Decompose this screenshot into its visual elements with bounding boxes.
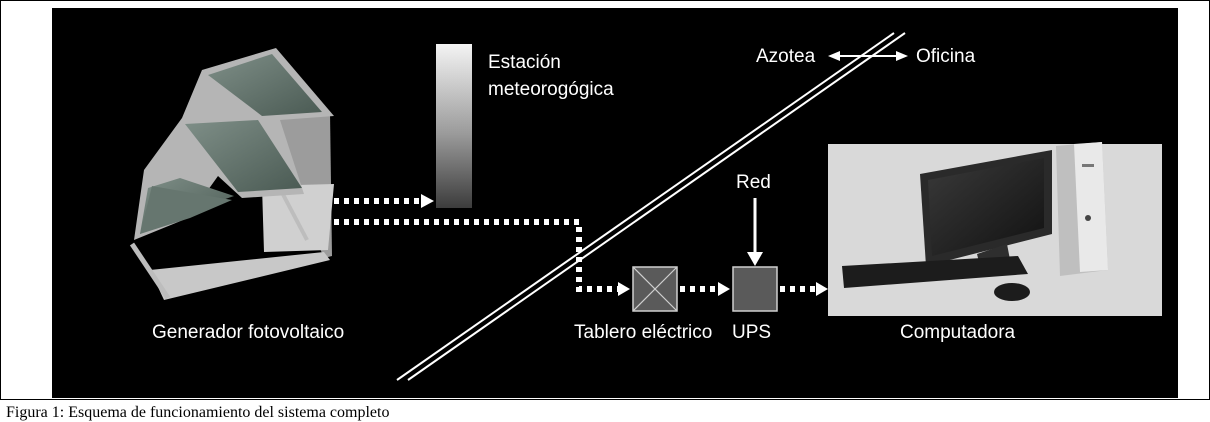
panel-support-box	[262, 184, 334, 252]
grid-arrow-head	[747, 252, 763, 266]
label-office: Oficina	[916, 46, 976, 67]
arrow-generator-to-board	[334, 219, 618, 292]
ups-box	[732, 266, 778, 312]
panel-cell-top	[208, 54, 322, 116]
diagram-svg: Generador fotovoltaico Estación meteorog…	[129, 32, 1162, 381]
panel-cell-bottom-shade	[140, 186, 232, 234]
label-computer: Computadora	[900, 322, 1016, 343]
label-station-line1: Estación	[488, 52, 561, 73]
tower-power-button	[1085, 215, 1091, 221]
tower-front	[1074, 142, 1108, 272]
keyboard	[842, 256, 1028, 288]
solar-panel-illustration	[129, 48, 334, 300]
arrow-board-to-ups-head	[718, 282, 730, 296]
label-generator: Generador fotovoltaico	[152, 322, 344, 343]
boundary-line-1	[396, 32, 895, 381]
mouse	[994, 283, 1030, 301]
label-electrical-panel: Tablero eléctrico	[574, 322, 712, 343]
arrow-ups-to-computer-head	[816, 282, 828, 296]
computer-illustration	[828, 142, 1162, 316]
diagram-panel: Generador fotovoltaico Estación meteorog…	[52, 8, 1178, 398]
electrical-panel-cross-b	[632, 266, 678, 312]
location-arrow-left-head	[828, 51, 840, 61]
figure-frame-bottom	[0, 399, 1210, 400]
panel-cell-middle	[185, 120, 302, 192]
dotted-arrows	[334, 194, 828, 296]
tower-drive-bay	[1082, 164, 1094, 167]
location-arrow-right-head	[896, 51, 908, 61]
monitor-screen	[928, 158, 1044, 256]
boundary-line-2	[407, 32, 906, 381]
label-grid: Red	[736, 172, 771, 193]
label-station-line2: meteorogógica	[488, 79, 614, 100]
figure-caption: Figura 1: Esquema de funcionamiento del …	[6, 404, 390, 421]
label-rooftop: Azotea	[756, 46, 816, 67]
arrow-generator-to-board-head	[618, 282, 630, 296]
weather-station-tower	[436, 44, 472, 208]
label-ups: UPS	[732, 322, 771, 343]
panel-base-rail	[150, 252, 330, 300]
panel-leg-front	[129, 242, 171, 300]
arrow-generator-to-station-head	[421, 194, 434, 208]
